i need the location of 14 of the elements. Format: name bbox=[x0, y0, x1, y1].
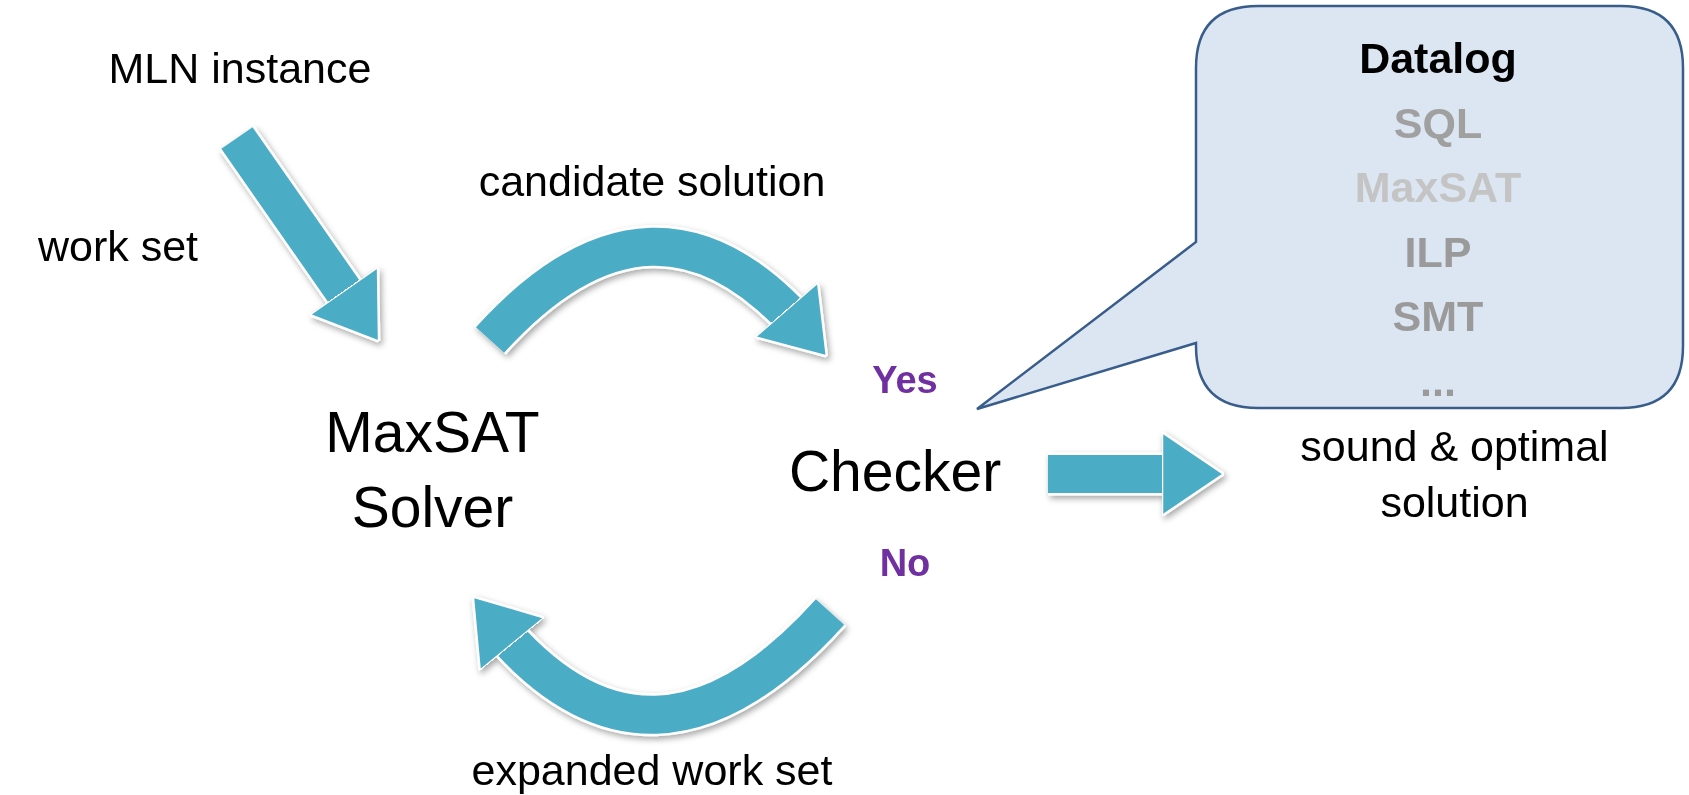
edge-label: work set bbox=[36, 221, 200, 271]
node-label: MaxSAT Solver bbox=[324, 399, 541, 541]
list-item: ILP bbox=[1403, 226, 1473, 278]
edge-label: expanded work set bbox=[470, 745, 834, 795]
node-label: sound & optimal solution bbox=[1299, 421, 1610, 528]
node-label: MLN instance bbox=[107, 43, 373, 94]
outcome-label: Yes bbox=[871, 358, 939, 403]
list-item: SQL bbox=[1392, 97, 1484, 149]
list-item: Datalog bbox=[1358, 33, 1518, 84]
list-item: ... bbox=[1419, 355, 1457, 407]
edge-label: candidate solution bbox=[477, 156, 827, 206]
node-label: Checker bbox=[787, 439, 1003, 503]
outcome-label: No bbox=[878, 541, 932, 586]
list-item: SMT bbox=[1391, 291, 1485, 342]
